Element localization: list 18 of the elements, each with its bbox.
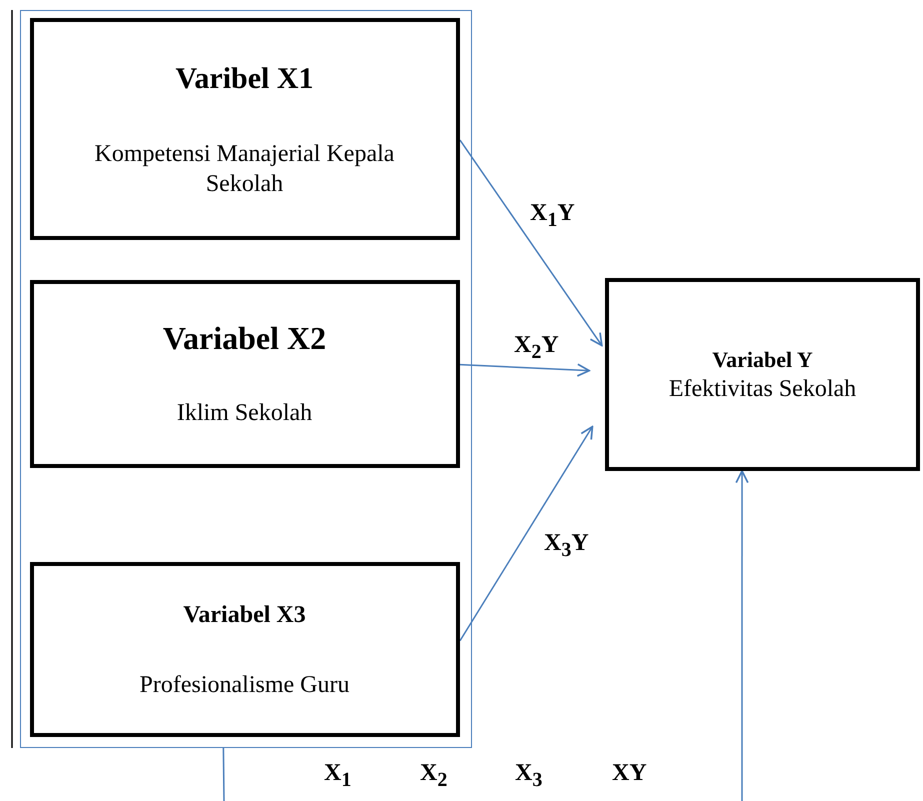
connector-line [222,748,225,801]
arrow [735,470,749,801]
arrow [459,140,603,346]
box-description: Kompetensi Manajerial Kepala Sekolah [94,140,396,199]
variable-box [30,562,460,736]
arrow [460,363,590,377]
outline-frame [20,10,472,748]
variable-box [30,280,460,468]
box-title: Varibel X1 [174,60,315,96]
variable-box [605,278,920,471]
box-title: Variabel Y [711,346,814,374]
box-title: Variabel X3 [182,600,307,630]
arrow [459,426,594,642]
box-title: Variabel X2 [162,318,328,358]
box-description: Efektivitas Sekolah [668,374,858,404]
variable-box [30,18,460,240]
box-description: Profesionalisme Guru [138,670,350,700]
box-description: Iklim Sekolah [176,398,314,428]
